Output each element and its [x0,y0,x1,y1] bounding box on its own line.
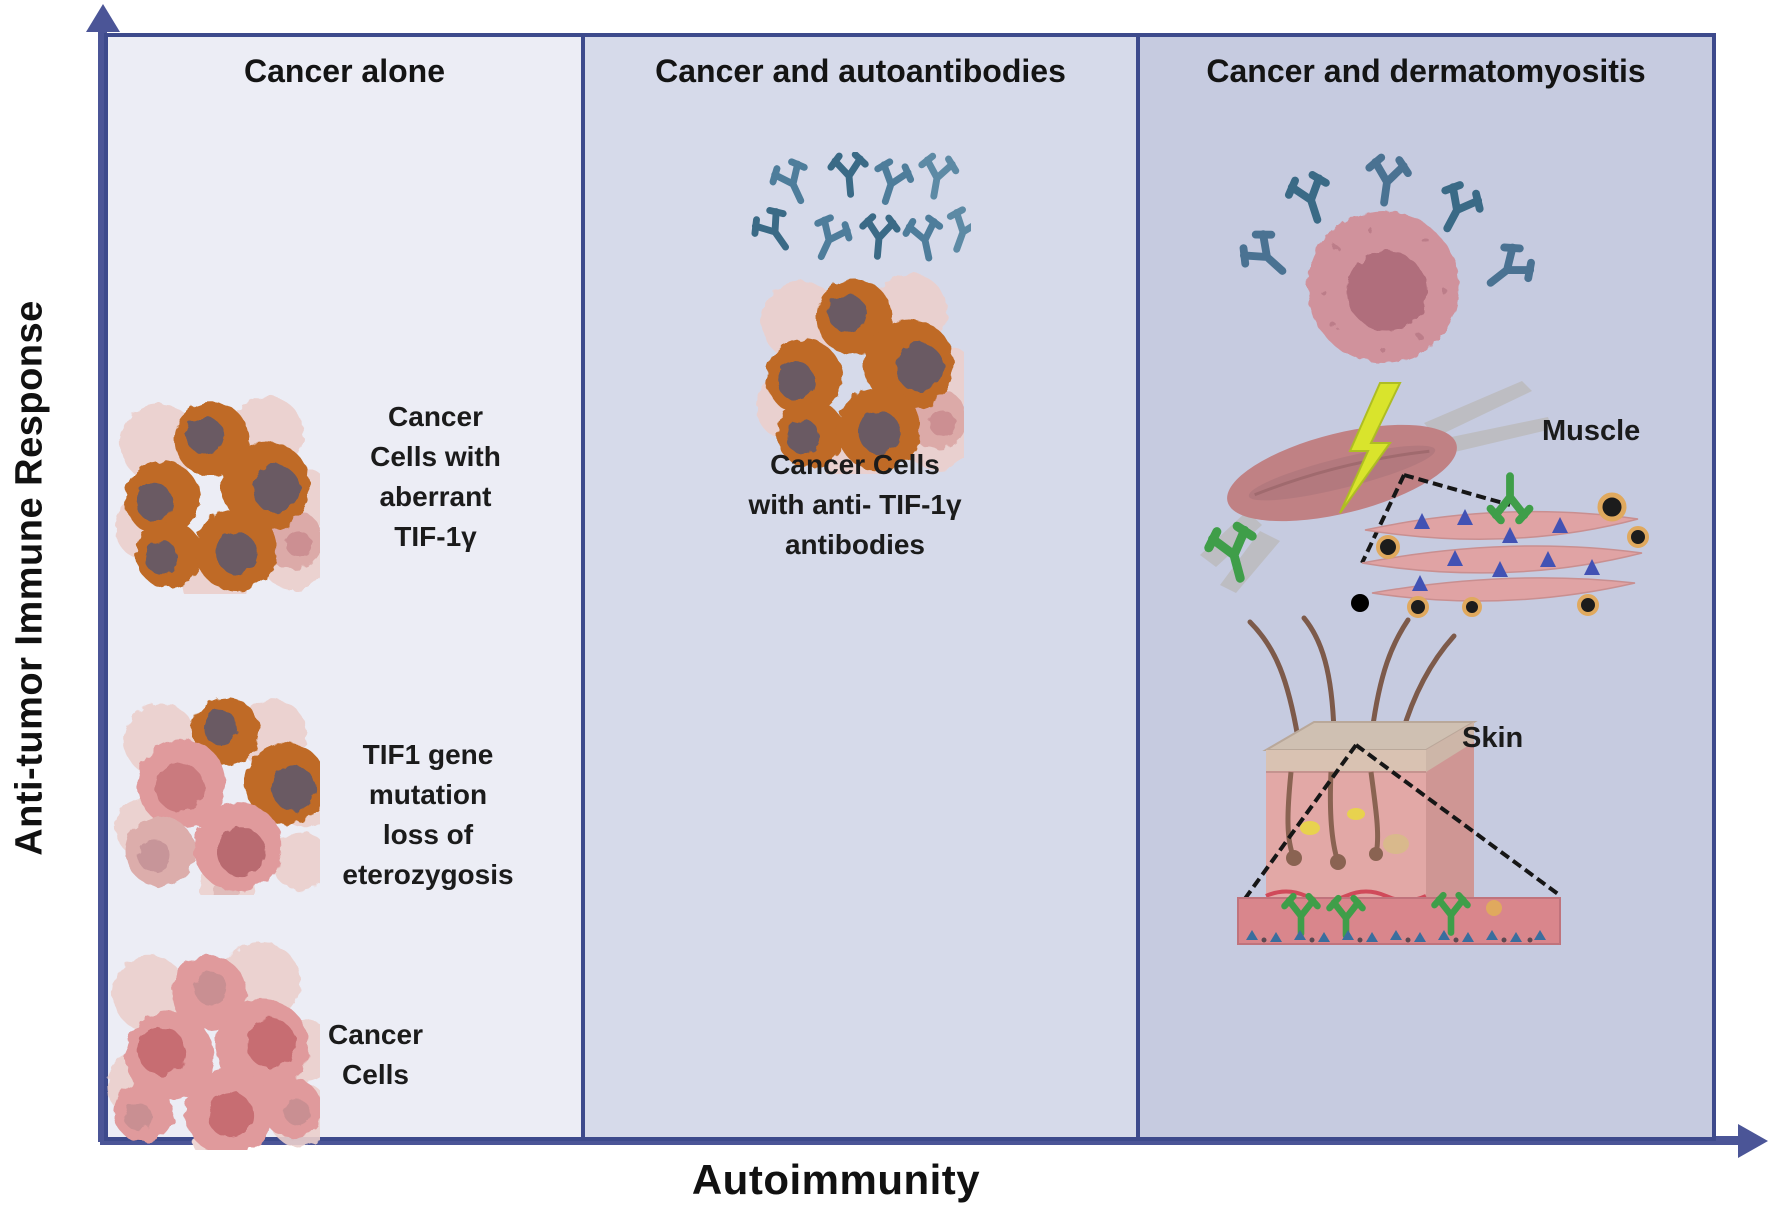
skin-label: Skin [1462,722,1524,754]
y-axis-line [98,28,107,1142]
cancer-cell-cluster-aberrant-icon [756,273,964,474]
inflamed-muscle-icon [1200,381,1649,618]
x-axis-arrow-icon [1738,1124,1768,1158]
lightning-bolt-icon [1339,382,1402,514]
panel-cancer-dermatomyositis: Cancer and dermatomyositis [1140,33,1716,1141]
panel-title: Cancer and autoantibodies [655,53,1066,89]
tumor-cell-with-antibodies-icon [1215,152,1545,363]
panel-title: Cancer alone [244,53,445,89]
panel-strip: Cancer alone [104,33,1716,1150]
tif1-mutation-label: TIF1 gene mutation loss of eterozygosis [342,739,514,890]
cancer-cell-cluster-icon [106,941,320,1150]
muscle-label: Muscle [1542,415,1641,447]
cancer-cell-cluster-aberrant-icon [114,395,320,594]
anti-tif1g-cells-label: Cancer Cells with anti- TIF-1γ antibodie… [748,449,962,560]
skin-section-icon [1237,615,1561,945]
antibody-swarm-icon [741,152,971,264]
panel-cancer-alone: Cancer alone [104,33,585,1150]
cancer-cell-cluster-mutated-icon [114,697,320,895]
x-axis-label: Autoimmunity [691,1156,981,1203]
y-axis-arrow-icon [86,4,120,32]
panel-cancer-autoantibodies: Cancer and autoantibodies [585,33,1140,1141]
cancer-cells-label: Cancer Cells [328,1019,423,1090]
y-axis-label: Anti-tumor Immune Response [8,300,51,856]
aberrant-cells-label: Cancer Cells with aberrant TIF-1γ [370,401,501,552]
panel-title: Cancer and dermatomyositis [1206,53,1646,89]
